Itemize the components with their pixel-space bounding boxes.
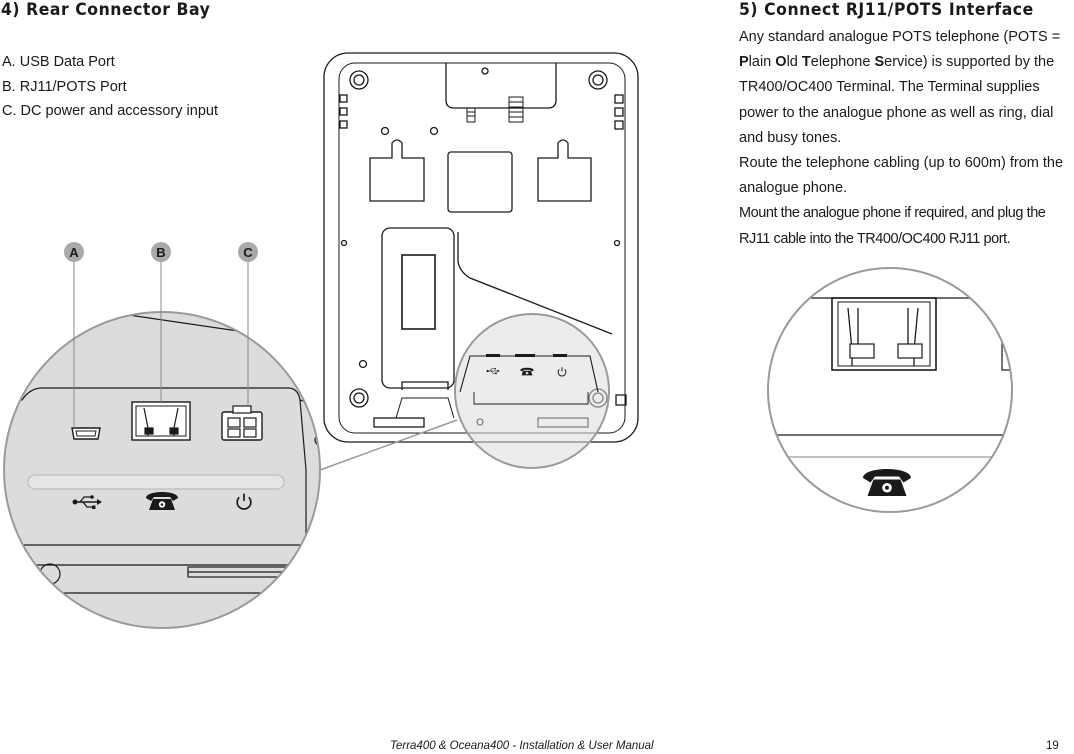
port-list: A. USB Data Port B. RJ11/POTS Port C. DC… — [2, 50, 218, 124]
zoom-connector-lines — [319, 419, 458, 471]
svg-text:C: C — [243, 245, 253, 260]
dc-power-port — [221, 405, 263, 441]
rj11-port — [131, 401, 191, 441]
manual-title: Terra400 & Oceana400 - Installation & Us… — [390, 740, 654, 752]
port-item-usb: A. USB Data Port — [2, 54, 115, 70]
cabling-paragraph: Route the telephone cabling (up to 600m)… — [739, 155, 1064, 197]
antenna-connectors — [466, 96, 524, 123]
rj11-zoom — [767, 267, 1013, 513]
svg-text:B: B — [156, 245, 165, 260]
page-number: 19 — [1046, 740, 1059, 752]
svg-text:A: A — [69, 245, 79, 260]
callout-badge-b: B — [151, 242, 171, 262]
port-item-dc: C. DC power and accessory input — [2, 103, 218, 119]
callout-leaders — [73, 262, 249, 428]
callout-badge-a: A — [64, 242, 84, 262]
connector-bay-zoom — [3, 311, 321, 629]
pots-paragraph: Any standard analogue POTS telephone (PO… — [739, 29, 1061, 146]
highlight-circle — [454, 313, 610, 469]
usb-port — [71, 427, 101, 440]
section-4-heading: 4) Rear Connector Bay — [1, 0, 211, 20]
port-item-rj11: B. RJ11/POTS Port — [2, 78, 127, 95]
callout-badge-c: C — [238, 242, 258, 262]
section-5-heading: 5) Connect RJ11/POTS Interface — [739, 0, 1034, 20]
mounting-paragraph: Mount the analogue phone if required, an… — [739, 205, 1046, 247]
section-5-body: Any standard analogue POTS telephone (PO… — [739, 25, 1074, 252]
